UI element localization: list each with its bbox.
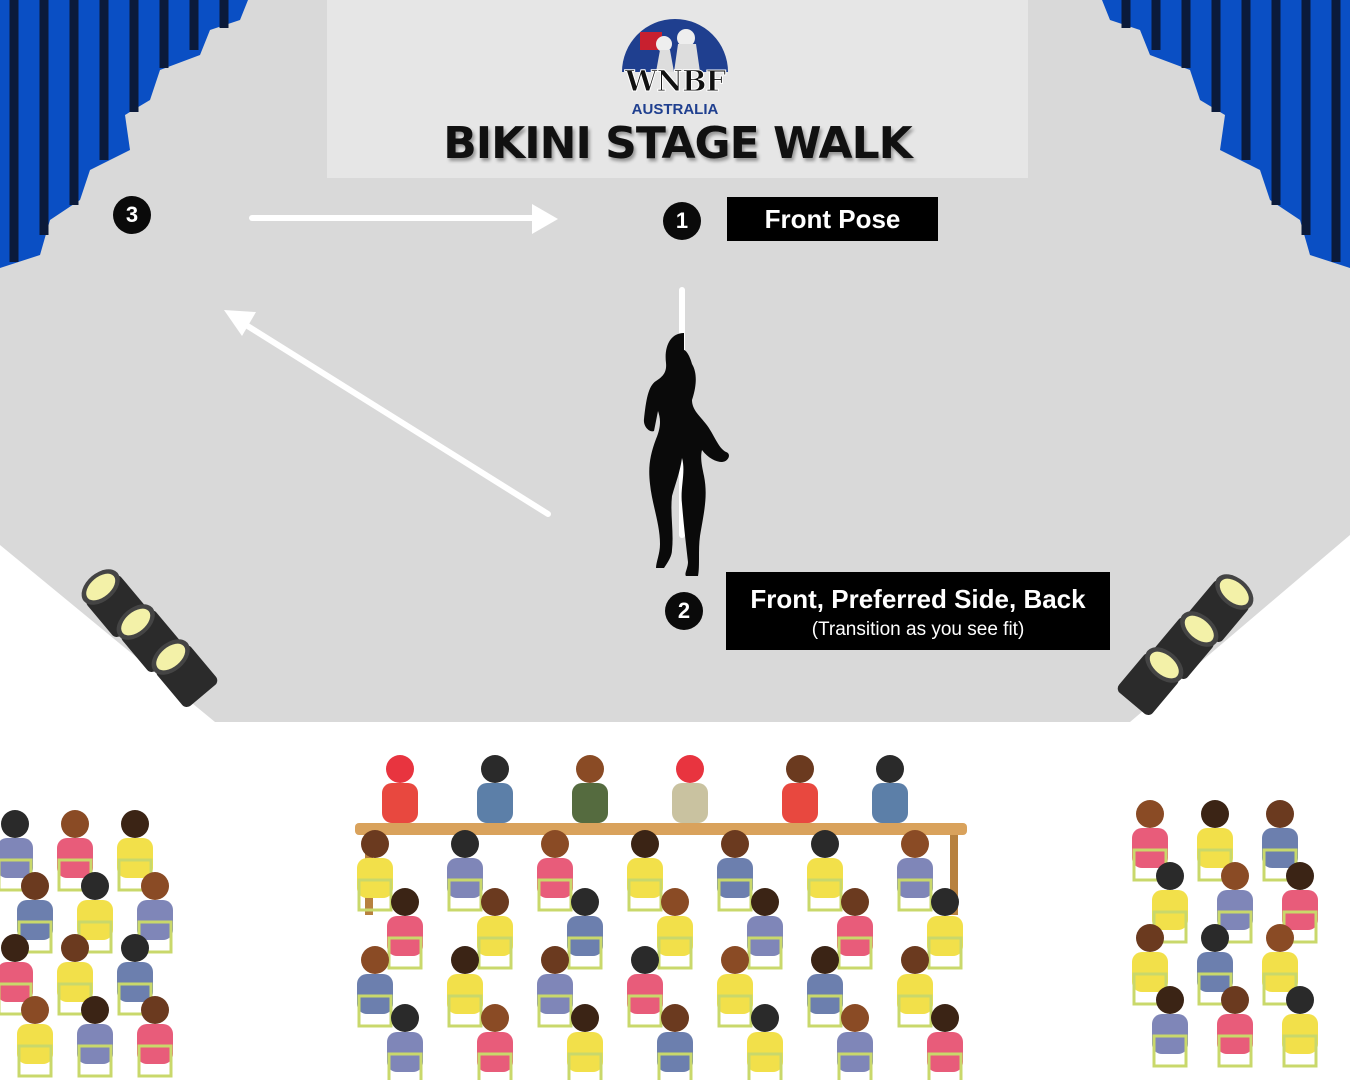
step-2-label: Front, Preferred Side, Back (Transition …: [726, 572, 1110, 650]
audience-member: [567, 888, 603, 970]
audience-member: [1152, 862, 1188, 944]
judge-figure: [477, 755, 513, 823]
audience-member: [57, 934, 93, 1016]
logo-emblem-icon: [622, 19, 728, 72]
audience-member: [117, 934, 153, 1016]
audience-member: [17, 996, 53, 1078]
audience-member: [627, 830, 663, 912]
spotlight-icon: [1117, 647, 1184, 716]
spotlight-icon: [151, 639, 218, 708]
step-3-badge: 3: [113, 196, 151, 234]
audience-member: [1262, 924, 1298, 1006]
logo-brand: WNBF: [624, 64, 726, 99]
audience-member: [1197, 800, 1233, 882]
audience-member: [807, 946, 843, 1028]
audience-member: [477, 888, 513, 970]
curtain-right: [1102, 0, 1350, 268]
step-2-subtitle: (Transition as you see fit): [811, 619, 1025, 640]
judge-figure: [782, 755, 818, 823]
audience-member: [897, 946, 933, 1028]
audience-member: [357, 830, 393, 912]
audience: [0, 755, 1318, 1080]
audience-member: [1152, 986, 1188, 1068]
audience-member: [537, 830, 573, 912]
step-2-title: Front, Preferred Side, Back: [750, 584, 1086, 614]
audience-member: [897, 830, 933, 912]
audience-member: [477, 1004, 513, 1080]
audience-member: [1262, 800, 1298, 882]
logo-region: AUSTRALIA: [631, 101, 719, 118]
audience-member: [717, 946, 753, 1028]
judge-figure: [672, 755, 708, 823]
page-title: BIKINI STAGE WALK: [443, 118, 912, 169]
audience-member: [657, 888, 693, 970]
step-2-badge: 2: [665, 592, 703, 630]
spotlights-right: [1117, 574, 1254, 716]
competitor-silhouette-icon: [643, 333, 729, 576]
step-1-badge: 1: [663, 202, 701, 240]
audience-member: [657, 1004, 693, 1080]
judge-figure: [382, 755, 418, 823]
audience-member: [837, 1004, 873, 1080]
audience-member: [927, 1004, 963, 1080]
spotlights-left: [81, 569, 218, 708]
audience-member: [807, 830, 843, 912]
audience-member: [717, 830, 753, 912]
audience-member: [747, 888, 783, 970]
arrow-2-to-3: [235, 317, 551, 517]
judge-figure: [872, 755, 908, 823]
judge-figure: [572, 755, 608, 823]
audience-member: [137, 872, 173, 954]
audience-member: [137, 996, 173, 1078]
audience-member: [1132, 800, 1168, 882]
audience-member: [747, 1004, 783, 1080]
audience-member: [1132, 924, 1168, 1006]
audience-member: [1282, 862, 1318, 944]
audience-member: [1217, 862, 1253, 944]
audience-member: [927, 888, 963, 970]
wnbf-australia-logo: WNBF AUSTRALIA: [612, 14, 738, 118]
audience-member: [537, 946, 573, 1028]
audience-member: [447, 946, 483, 1028]
audience-member: [117, 810, 153, 892]
audience-member: [627, 946, 663, 1028]
audience-member: [1282, 986, 1318, 1068]
audience-member: [1217, 986, 1253, 1068]
audience-member: [77, 996, 113, 1078]
audience-member: [357, 946, 393, 1028]
audience-member: [387, 888, 423, 970]
curtain-left: [0, 0, 248, 268]
audience-member: [447, 830, 483, 912]
audience-member: [567, 1004, 603, 1080]
audience-member: [837, 888, 873, 970]
step-1-label: Front Pose: [727, 197, 938, 241]
audience-member: [387, 1004, 423, 1080]
audience-member: [0, 810, 33, 892]
